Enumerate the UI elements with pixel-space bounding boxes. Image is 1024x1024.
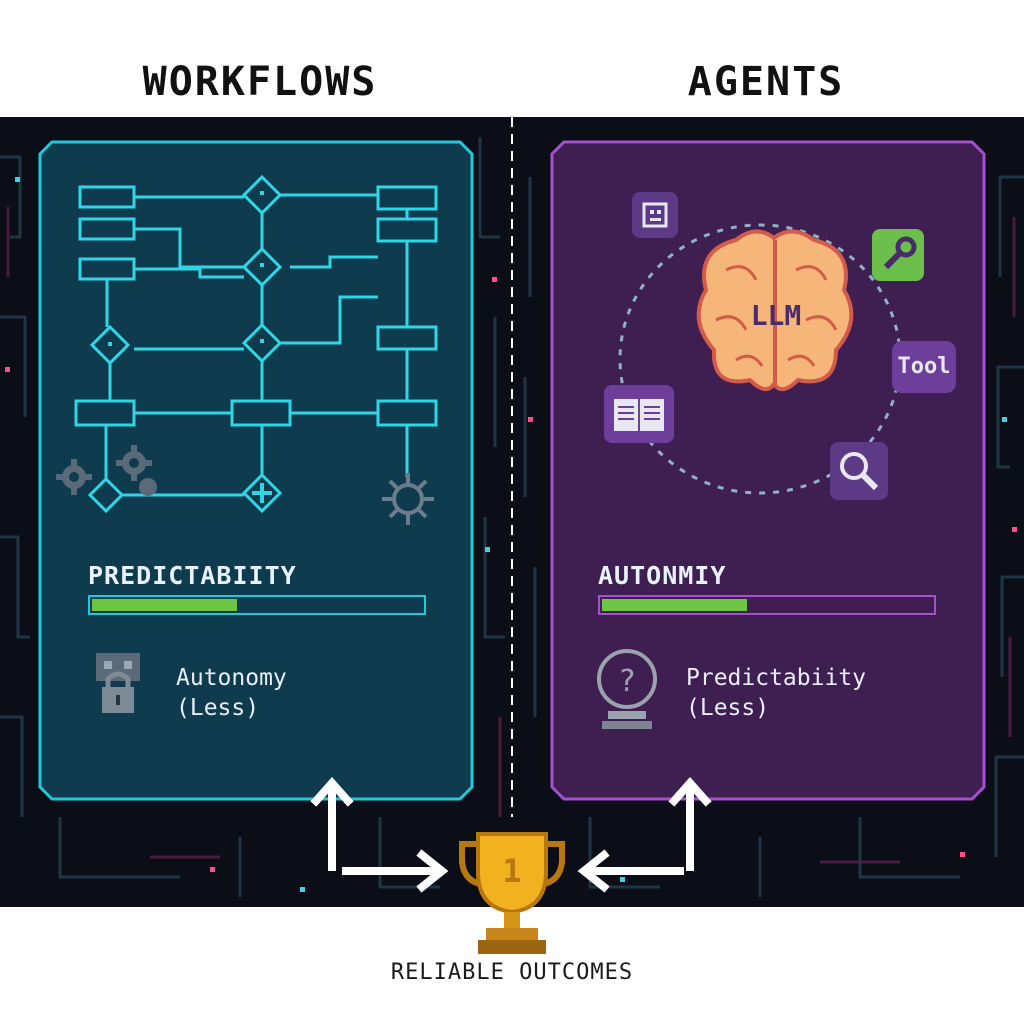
left-meter-fill	[92, 599, 237, 611]
reliable-outcomes-label: RELIABLE OUTCOMES	[390, 960, 634, 985]
tool-icon: Tool	[892, 341, 956, 393]
left-meter-label: PREDICTABIITY	[88, 561, 297, 590]
left-meter	[88, 595, 426, 615]
workflows-panel	[38, 140, 474, 801]
trophy-number: 1	[502, 852, 521, 890]
workflows-heading: WORKFLOWS	[142, 59, 378, 105]
wrench-icon	[872, 229, 924, 281]
right-sub-line2: (Less)	[686, 695, 770, 721]
circuit-traces	[0, 117, 1024, 897]
magnifier-icon	[830, 442, 888, 500]
brain-label: LLM	[750, 299, 802, 332]
gear-icon	[56, 445, 157, 496]
crystal-ball-icon: ?	[597, 649, 657, 729]
workflow-flowchart	[74, 174, 438, 514]
tool-label: Tool	[897, 354, 951, 379]
right-meter-label: AUTONMIY	[598, 561, 727, 590]
agents-panel	[550, 140, 986, 801]
right-meter-fill	[602, 599, 747, 611]
svg-text:?: ?	[618, 664, 636, 699]
agents-heading: AGENTS	[687, 59, 845, 105]
right-meter	[598, 595, 936, 615]
robot-icon	[632, 192, 678, 238]
arrows	[310, 776, 712, 893]
brain-icon	[696, 229, 854, 392]
gear-icon	[382, 473, 434, 525]
trophy-icon: 1	[459, 832, 565, 954]
left-sub-line2: (Less)	[176, 695, 260, 721]
right-sub-line1: Predictabiity	[686, 665, 867, 691]
circuit-board-background: LLM Tool PREDICTABIITY AUTONMIY Autonomy…	[0, 117, 1024, 907]
book-icon	[604, 385, 674, 443]
locked-robot-icon	[96, 653, 140, 713]
left-sub-line1: Autonomy	[176, 665, 287, 691]
